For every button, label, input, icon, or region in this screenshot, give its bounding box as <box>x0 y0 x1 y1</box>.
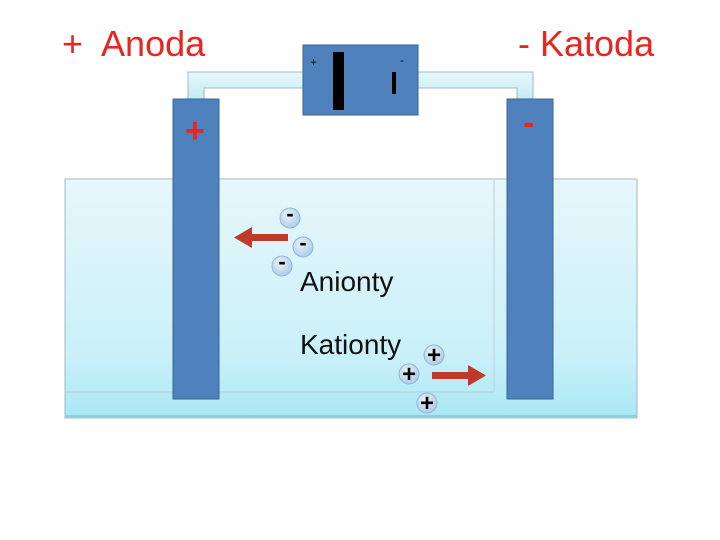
anion-arrow <box>234 227 288 248</box>
anion-symbol-3: - <box>278 249 286 274</box>
cation-symbol-1: + <box>426 342 441 369</box>
cations-label: Kationty <box>300 329 402 360</box>
battery-minus-label: - <box>400 53 404 67</box>
anode-title: + Anoda <box>62 23 206 64</box>
cathode-sign: - <box>523 104 535 142</box>
cation-arrow <box>432 365 486 386</box>
cation-symbol-3: + <box>419 390 434 417</box>
anion-symbol-2: - <box>299 230 307 255</box>
anion-circle-1 <box>279 207 301 229</box>
cation-circle-3 <box>416 392 438 414</box>
cathode-title: - Katoda <box>518 23 655 64</box>
anode-sign: + <box>185 112 205 150</box>
cation-symbol-2: + <box>401 361 416 388</box>
cation-circle-2 <box>398 363 420 385</box>
battery-long-plate <box>333 52 344 110</box>
anion-symbol-1: - <box>286 201 294 226</box>
anode-electrode <box>172 98 220 400</box>
battery-short-plate <box>392 72 396 94</box>
cation-circle-1 <box>423 344 445 366</box>
anion-circle-3 <box>271 255 293 277</box>
anion-circle-2 <box>292 236 314 258</box>
battery-plus-label: + <box>310 55 318 69</box>
anions-label: Anionty <box>300 266 394 297</box>
cathode-electrode <box>506 98 554 400</box>
battery-box <box>302 44 419 116</box>
